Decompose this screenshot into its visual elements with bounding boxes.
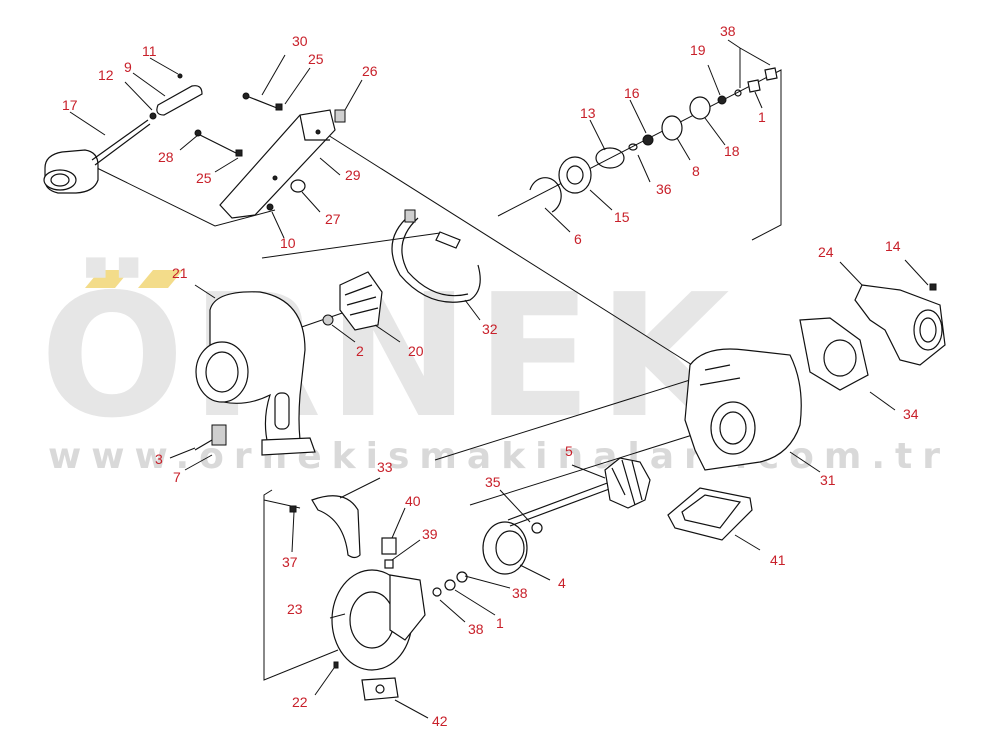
callout-15: 15 <box>614 209 630 225</box>
callout-27: 27 <box>325 211 341 227</box>
callout-34: 34 <box>903 406 919 422</box>
callout-10: 10 <box>280 235 296 251</box>
watermark-brand: ÖRNEK <box>40 257 736 456</box>
watermark-accent-left <box>85 270 130 288</box>
callout-36: 36 <box>656 181 672 197</box>
turbine-shaft-5 <box>507 457 651 527</box>
turbine-housing-31 <box>684 348 802 471</box>
seal-plate-4 <box>432 521 543 597</box>
compressor-housing-21 <box>195 291 316 456</box>
callout-14: 14 <box>885 238 901 254</box>
callout-35: 35 <box>485 474 501 490</box>
v-band-clamp-32 <box>391 209 481 303</box>
callout-42: 42 <box>432 713 448 729</box>
callout-39: 39 <box>422 526 438 542</box>
callout-31: 31 <box>820 472 836 488</box>
exhaust-elbow-24 <box>799 283 946 391</box>
callout-11: 11 <box>142 43 157 59</box>
actuator-17 <box>43 119 151 194</box>
callout-1b: 1 <box>496 615 504 631</box>
link-arm-9 <box>149 73 203 120</box>
callout-7: 7 <box>173 469 181 485</box>
callout-26: 26 <box>362 63 378 79</box>
compressor-wheel-20 <box>322 271 383 331</box>
callout-labels: 11 12 9 17 28 25 30 25 26 29 27 10 13 16… <box>62 23 919 729</box>
callout-38: 38 <box>720 23 736 39</box>
callout-38b: 38 <box>512 585 528 601</box>
callout-33: 33 <box>377 459 393 475</box>
callout-4: 4 <box>558 575 566 591</box>
callout-40: 40 <box>405 493 421 509</box>
callout-23: 23 <box>287 601 303 617</box>
heat-shield-33 <box>289 495 361 559</box>
callout-9: 9 <box>124 59 132 75</box>
callout-8: 8 <box>692 163 700 179</box>
callout-12: 12 <box>98 67 114 83</box>
watermark-url: www.ornekismakinalari.com.tr <box>48 436 950 477</box>
callout-20: 20 <box>408 343 424 359</box>
callout-5: 5 <box>565 443 573 459</box>
fitting-40 <box>381 537 397 569</box>
callout-21: 21 <box>172 265 188 281</box>
callout-1: 1 <box>758 109 766 125</box>
callout-3: 3 <box>155 451 163 467</box>
callout-13: 13 <box>580 105 596 121</box>
callout-25: 25 <box>196 170 212 186</box>
callout-32: 32 <box>482 321 498 337</box>
seal-and-washer-parts <box>529 67 778 213</box>
center-housing-23 <box>331 569 426 701</box>
callout-19: 19 <box>690 42 706 58</box>
bolt-3-and-plate-7 <box>194 424 227 451</box>
callout-25b: 25 <box>308 51 324 67</box>
callout-18: 18 <box>724 143 740 159</box>
callout-29: 29 <box>345 167 361 183</box>
callout-41: 41 <box>770 552 786 568</box>
callout-leaders <box>69 39 929 719</box>
bracket-29 <box>219 109 346 219</box>
callout-24: 24 <box>818 244 834 260</box>
callout-6: 6 <box>574 231 582 247</box>
callout-38c: 38 <box>468 621 484 637</box>
callout-22: 22 <box>292 694 308 710</box>
callout-16: 16 <box>624 85 640 101</box>
callout-17: 17 <box>62 97 78 113</box>
callout-37: 37 <box>282 554 298 570</box>
gasket-41 <box>667 487 753 541</box>
bolts-and-nuts <box>194 92 306 211</box>
callout-28: 28 <box>158 149 174 165</box>
watermark-accent-right <box>138 270 183 288</box>
callout-2: 2 <box>356 343 364 359</box>
callout-30: 30 <box>292 33 308 49</box>
